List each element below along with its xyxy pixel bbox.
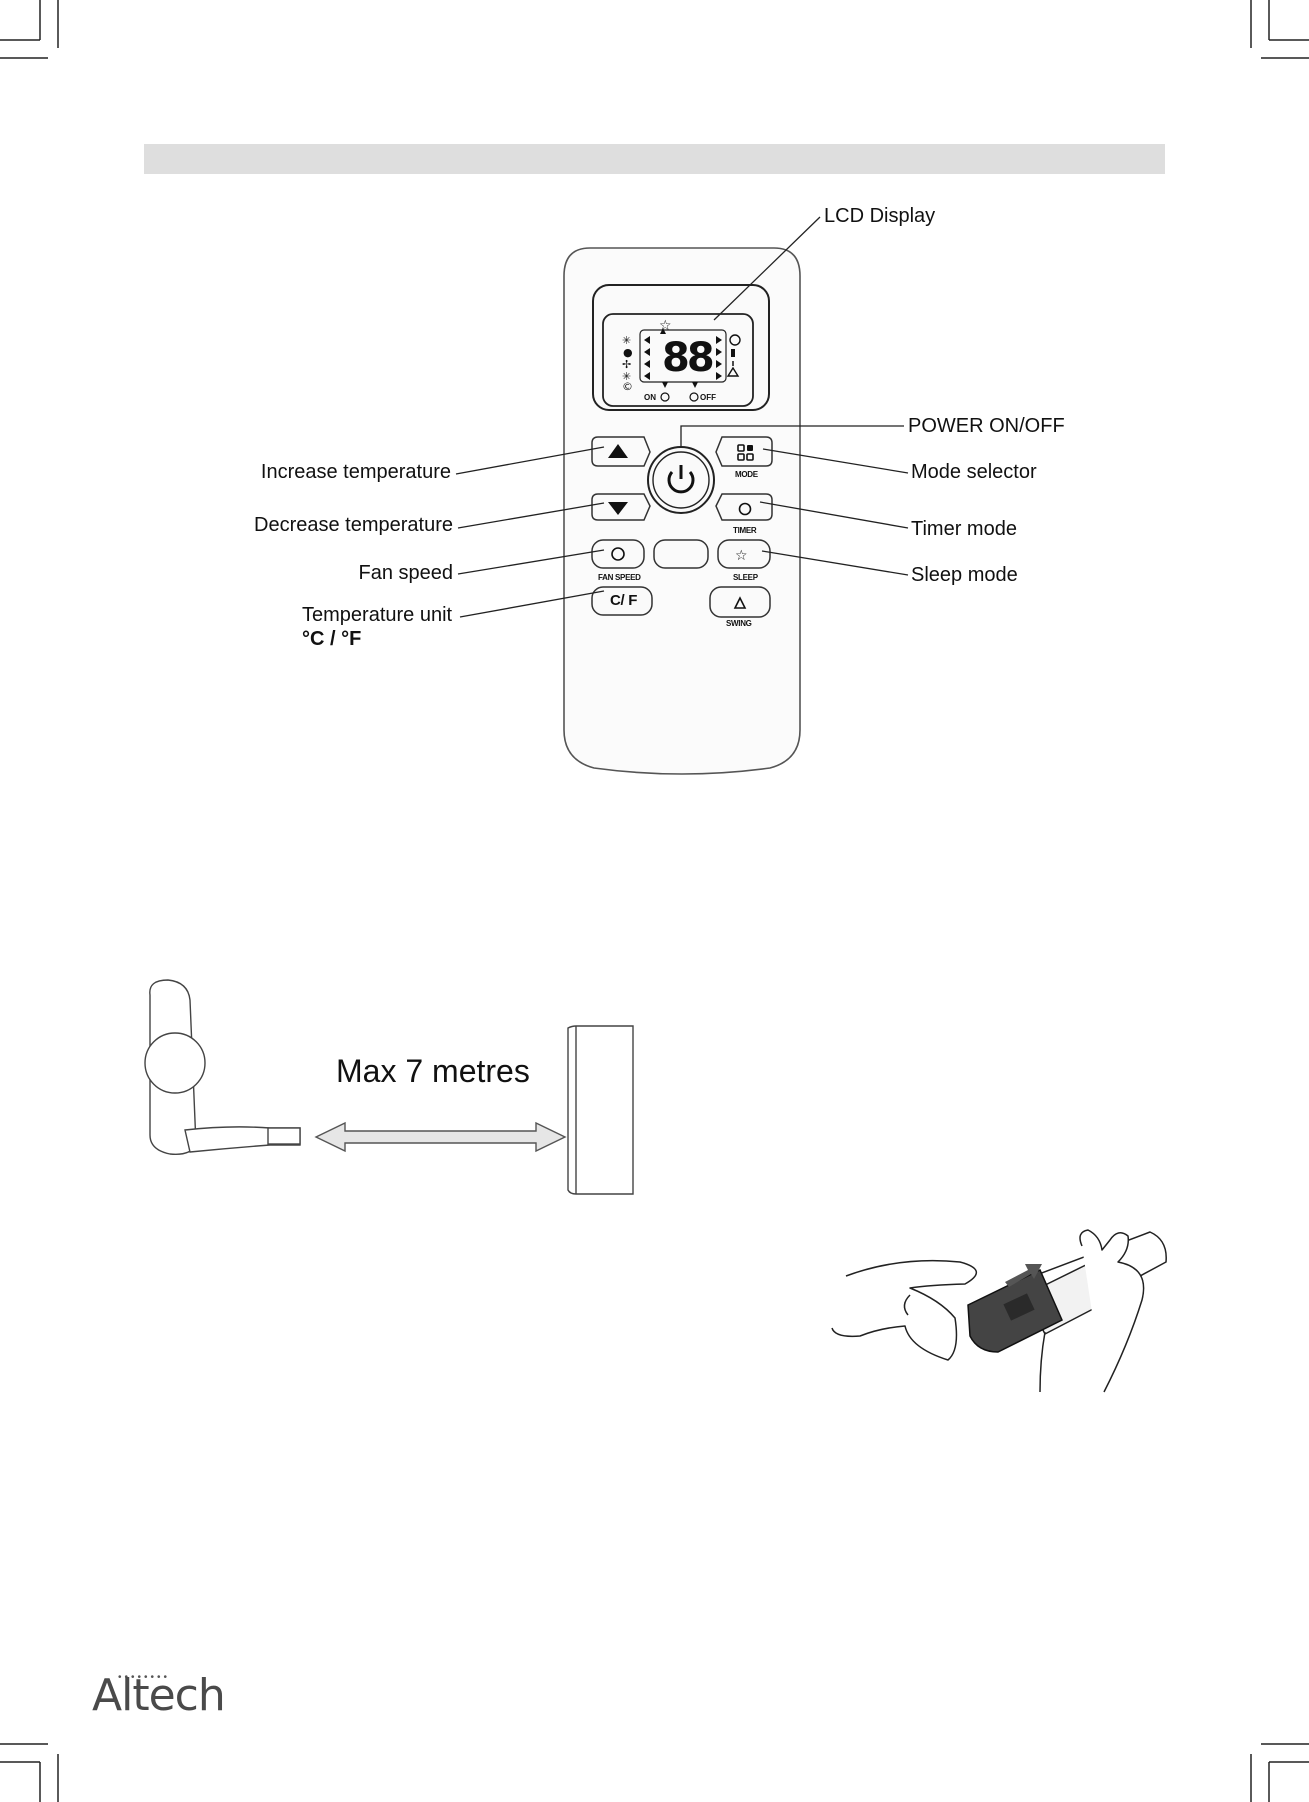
altech-logo: Altech	[92, 1670, 225, 1721]
